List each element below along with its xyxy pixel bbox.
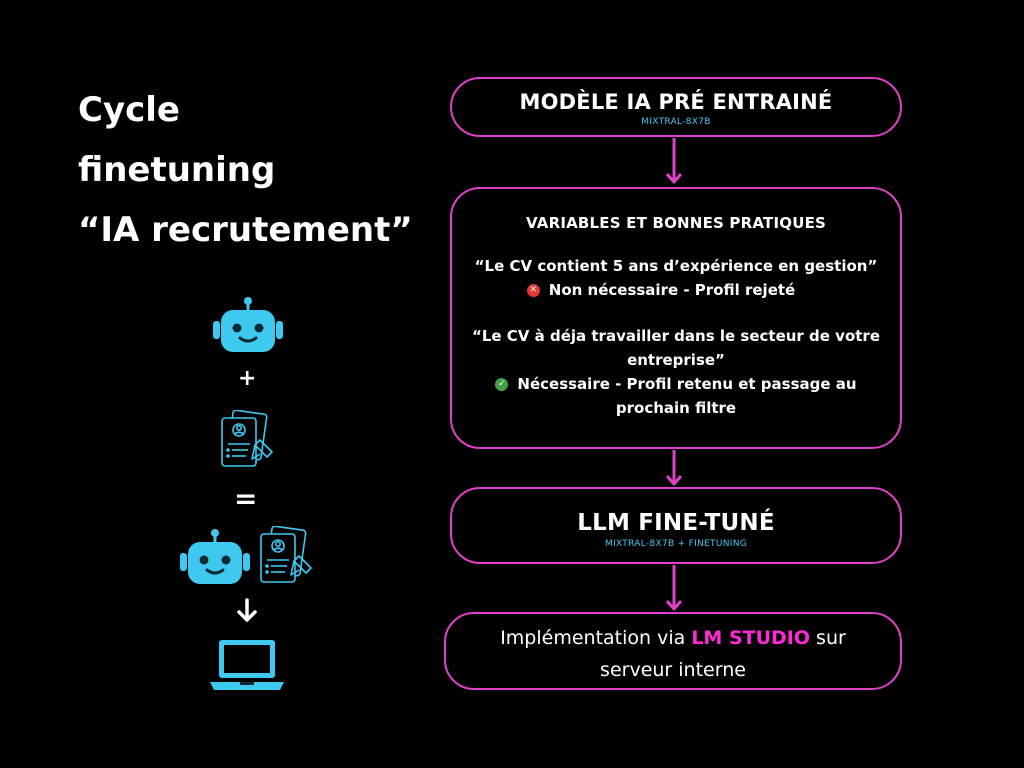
rule-example-1-quote: “Le CV contient 5 ans d’expérience en ge… (474, 257, 878, 275)
deployment-line-1: Implémentation via LM STUDIO sur (446, 624, 900, 652)
step-pretrained-model-subtitle: MIXTRAL-8X7B (641, 117, 711, 127)
rule-example-1-result: ✕ Non nécessaire - Profil rejeté (422, 278, 900, 302)
step-finetuned-llm: LLM FINE-TUNÉ MIXTRAL-8X7B + FINETUNING (450, 487, 902, 564)
title-line-1: Cycle (78, 90, 180, 130)
rule-example-2-result-line-1: Nécessaire - Profil retenu et passage au (517, 375, 857, 393)
resume-document-icon (221, 410, 273, 467)
reject-cross-icon: ✕ (526, 284, 540, 297)
page-title: Cycle finetuning “IA recrutement” (78, 80, 438, 260)
plus-sign: + (238, 366, 257, 391)
accept-check-icon: ✓ (495, 378, 509, 391)
step-pretrained-model-title: MODÈLE IA PRÉ ENTRAINÉ (519, 90, 833, 114)
title-line-3: “IA recrutement” (78, 210, 413, 250)
title-line-2: finetuning (78, 150, 276, 190)
resume-document-icon (260, 526, 312, 583)
step-rules: VARIABLES ET BONNES PRATIQUES “Le CV con… (450, 187, 902, 449)
deployment-text-after: sur (810, 627, 846, 649)
laptop-icon (210, 640, 284, 690)
step-pretrained-model: MODÈLE IA PRÉ ENTRAINÉ MIXTRAL-8X7B (450, 77, 902, 137)
rule-example-2-result: ✓ Nécessaire - Profil retenu et passage … (452, 372, 900, 396)
deployment-line-2: serveur interne (600, 659, 746, 681)
flow-arrow-1 (665, 138, 683, 184)
rule-example-2-result-line-2: prochain filtre (615, 399, 737, 417)
robot-icon (180, 529, 250, 584)
lm-studio-highlight: LM STUDIO (691, 627, 811, 649)
flow-arrow-2 (665, 450, 683, 486)
deployment-text-before: Implémentation via (500, 627, 692, 649)
equals-sign: = (234, 482, 258, 515)
step-finetuned-llm-subtitle: MIXTRAL-8X7B + FINETUNING (604, 539, 748, 549)
robot-icon (213, 297, 283, 352)
flow-arrow-3 (665, 565, 683, 611)
step-deployment: Implémentation via LM STUDIO sur serveur… (444, 612, 902, 690)
arrow-down-icon (237, 598, 257, 622)
rule-example-2-quote-line-2: entreprise” (627, 351, 725, 369)
rule-example-2-quote-line-1: “Le CV à déja travailler dans le secteur… (471, 327, 881, 345)
step-finetuned-llm-title: LLM FINE-TUNÉ (577, 510, 775, 536)
rules-heading: VARIABLES ET BONNES PRATIQUES (525, 214, 827, 232)
rule-example-1-result-text: Non nécessaire - Profil rejeté (548, 281, 796, 299)
